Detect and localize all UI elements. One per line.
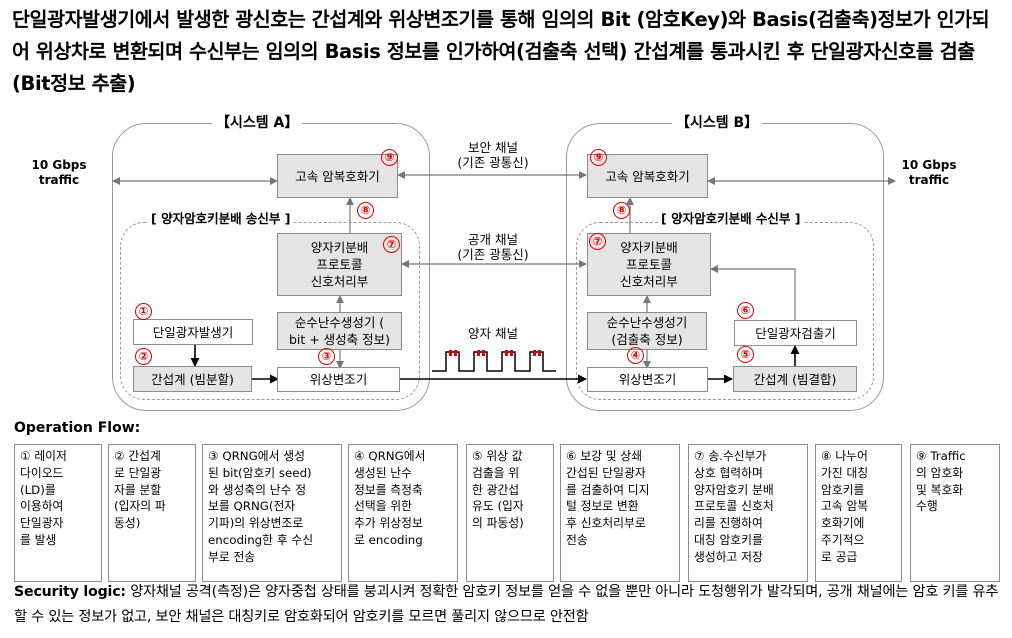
system-b-key-supply-marker: ⑧ (613, 202, 630, 219)
system-a-traffic-label: 10 Gbps traffic (31, 158, 87, 187)
system-a-encryptor: 고속 암복호화기 (277, 154, 398, 198)
public-channel-label: 공개 채널 (기존 광통신) (448, 232, 538, 262)
system-a-interferometer: 간섭계 (빔분할) (133, 366, 252, 392)
system-b-rng-marker: ④ (627, 347, 644, 364)
system-b-encryptor-marker: ⑨ (590, 149, 607, 166)
flow-step-9: ⑨ Traffic 의 암호화 및 복호화 수행 (910, 444, 1000, 582)
diagram-connectors (112, 171, 896, 384)
page-heading: 단일광자발생기에서 발생한 광신호는 간섭계와 위상변조기를 통해 임의의 Bi… (12, 8, 990, 95)
system-b-phase-modulator: 위상변조기 (587, 367, 708, 392)
flow-step-8: ⑧ 나누어 가진 대칭 암호키를 고속 암복 호화기에 주기적으 로 공급 (815, 444, 902, 582)
system-b-encryptor: 고속 암복호화기 (587, 154, 708, 198)
flow-step-2: ② 간섭계 로 단일광 자를 분할 (입자의 파 동성) (108, 444, 196, 582)
system-b-photon-detector: 단일광자검출기 (734, 320, 857, 346)
system-a-key-supply-marker: ⑧ (357, 202, 374, 219)
system-b-detector-marker: ⑥ (737, 302, 754, 319)
system-a-label: 【시스템 A】 (212, 112, 303, 132)
quantum-channel-label: 양자 채널 (458, 326, 528, 341)
system-b-label: 【시스템 B】 (672, 112, 763, 132)
quantum-pulse-markers (449, 350, 541, 356)
security-logic-label: Security logic: (14, 584, 126, 600)
system-a-phase-modulator: 위상변조기 (277, 367, 400, 392)
system-b-protocol-processor: 양자키분배 프로토콜 신호처리부 (587, 233, 711, 296)
secure-channel-label: 보안 채널 (기존 광통신) (448, 140, 538, 170)
security-logic-text: 양자채널 공격(측정)은 양자중첩 상태를 붕괴시켜 정확한 암호키 정보를 얻… (14, 584, 999, 625)
system-b-traffic-label: 10 Gbps traffic (901, 158, 957, 187)
flow-step-1: ① 레이저 다이오드 (LD)를 이용하여 단일광자 를 발생 (14, 444, 102, 582)
operation-flow-title: Operation Flow: (14, 420, 141, 436)
system-a-protocol-processor: 양자키분배 프로토콜 신호처리부 (277, 233, 402, 296)
b-detector-to-protocol-arrow (710, 265, 796, 320)
system-b-rng: 순수난수생성기 (검출축 정보) (587, 312, 707, 350)
system-a-encryptor-marker: ⑨ (381, 149, 398, 166)
system-a-interferometer-marker: ② (135, 348, 152, 365)
system-a-rng: 순수난수생성기 ( bit + 생성축 정보) (277, 312, 402, 350)
system-b-interferometer-marker: ⑤ (737, 346, 754, 363)
security-logic: Security logic: 양자채널 공격(측정)은 양자중첩 상태를 붕괴… (14, 580, 1004, 630)
flow-step-5: ⑤ 위상 값 검출을 위 한 광간섭 유도 (입자 의 파동성) (466, 444, 554, 582)
flow-step-7: ⑦ 송.수신부가 상호 협력하며 양자암호키 분배 프로토콜 신호처 리를 진행… (688, 444, 808, 582)
system-b-interferometer: 간섭계 (빔결합) (733, 366, 857, 392)
system-a-transmitter-label: [ 양자암호키분배 송신부 ] (148, 208, 294, 227)
system-a-photon-generator-marker: ① (135, 303, 152, 320)
system-b-receiver-label: [ 양자암호키분배 수신부 ] (658, 208, 804, 227)
system-a-protocol-marker: ⑦ (383, 236, 400, 253)
system-a-rng-marker: ③ (318, 348, 335, 365)
flow-step-3: ③ QRNG에서 생성 된 bit(암호키 seed) 와 생성축의 난수 정 … (202, 444, 342, 582)
system-a-photon-generator: 단일광자발생기 (133, 319, 253, 345)
flow-step-4: ④ QRNG에서 생성된 난수 정보를 측정축 선택을 위한 추가 위상정보 로… (348, 444, 458, 582)
system-b-protocol-marker: ⑦ (589, 233, 606, 250)
flow-step-6: ⑥ 보강 및 상쇄 간섭된 단일광자 를 검출하여 디지 털 정보로 변환 후 … (560, 444, 680, 582)
